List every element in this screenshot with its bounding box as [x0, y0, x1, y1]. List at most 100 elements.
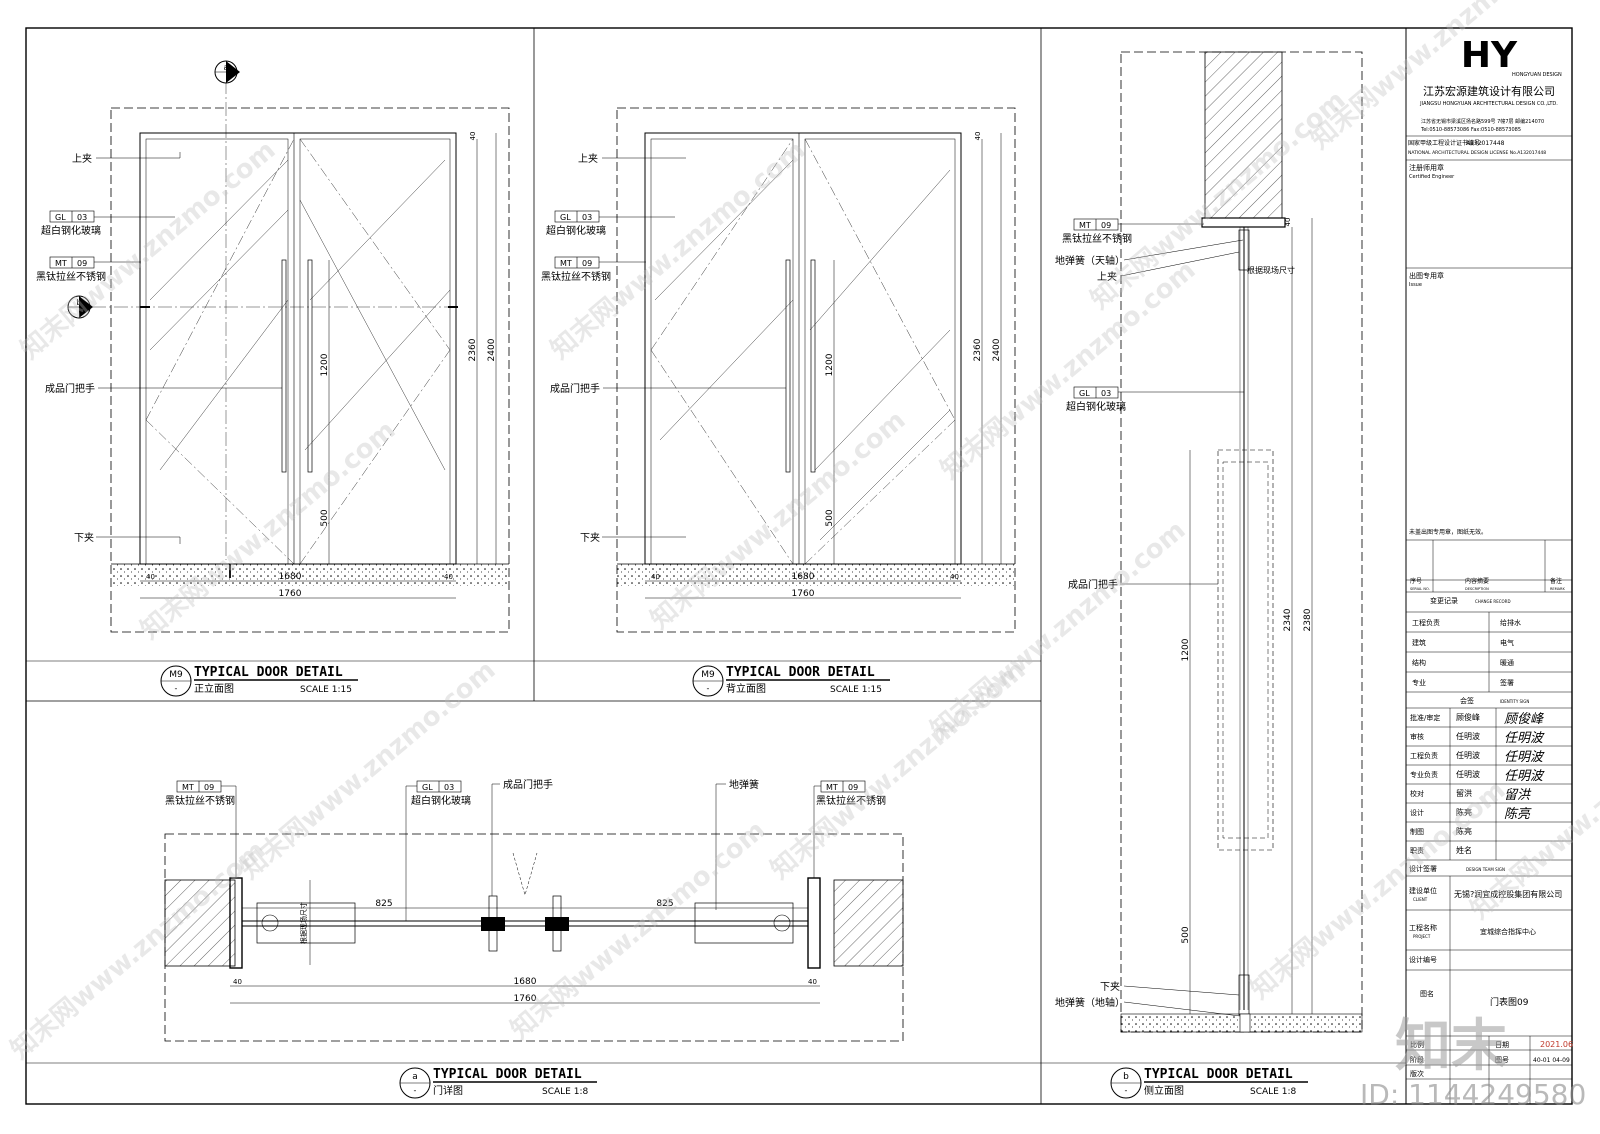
- sheet-border: [25, 27, 1573, 1105]
- label-glass: 超白钢化玻璃: [1066, 400, 1126, 413]
- tag-mt: MT: [55, 259, 67, 268]
- sign-name: 姓名: [1456, 845, 1472, 855]
- label-handle: 成品门把手: [1068, 578, 1118, 591]
- panel-subtitle: 侧立面图: [1144, 1084, 1184, 1097]
- dim-2360: 2360: [973, 338, 983, 361]
- label-steel: 黑钛拉丝不锈钢: [541, 270, 611, 283]
- company-logo: HY: [1461, 35, 1518, 76]
- dim-2400: 2400: [992, 338, 1002, 361]
- sign-role: 批准/审定: [1410, 713, 1440, 722]
- discipline-cell: 签署: [1500, 678, 1514, 687]
- tag-gl-no: 03: [582, 213, 592, 222]
- rev-header-desc-en: DESCRIPTION: [1465, 587, 1489, 591]
- tag-mt-no: 09: [77, 259, 87, 268]
- panel-tag: a: [412, 1072, 418, 1082]
- sign-role: 职责: [1410, 846, 1424, 855]
- dim-500: 500: [1181, 926, 1191, 943]
- discipline-cell: 暖通: [1500, 658, 1514, 667]
- tag-mt: MT: [560, 259, 572, 268]
- label-top-clamp: 上夹: [1097, 270, 1117, 283]
- dim-2340: 2340: [1283, 608, 1293, 631]
- stamp-note: 未盖出图专用章，图纸无效。: [1409, 528, 1487, 536]
- sign-name: 任明波: [1456, 731, 1480, 741]
- rev-header-remark: 备注: [1550, 577, 1562, 585]
- handwritten-signature: 顾俊峰: [1504, 712, 1544, 727]
- sign-name: 任明波: [1456, 769, 1480, 779]
- design-no-label: 设计编号: [1409, 955, 1437, 964]
- handwritten-signature: 陈亮: [1504, 806, 1532, 822]
- tag-mt-no: 09: [848, 783, 858, 792]
- rev-header-desc: 内容摘要: [1465, 577, 1489, 585]
- company-name: 江苏宏源建筑设计有限公司: [1423, 84, 1555, 98]
- dim-1200: 1200: [1181, 638, 1191, 661]
- panel-tag-sub: -: [175, 684, 178, 693]
- tag-mt-no: 09: [204, 783, 214, 792]
- panel-title: TYPICAL DOOR DETAIL: [433, 1067, 582, 1082]
- sign-role: 专业负责: [1410, 770, 1438, 779]
- client-en: CLIENT: [1413, 897, 1428, 902]
- project-en: PROJECT: [1413, 934, 1431, 939]
- panel-front-elevation: a b 上夹 GL 03 超白钢化玻璃 MT 09 黑钛拉丝不锈钢 成品门把手 …: [36, 60, 510, 697]
- label-bottom-clamp: 下夹: [74, 531, 94, 544]
- sign-name: 陈亮: [1456, 807, 1472, 817]
- label-steel: 黑钛拉丝不锈钢: [36, 270, 106, 283]
- scale-label: 比例: [1410, 1040, 1424, 1049]
- rev-header-no: 序号: [1410, 577, 1422, 585]
- discipline-cell: 工程负责: [1412, 618, 1440, 627]
- sign-role: 设计: [1410, 808, 1424, 817]
- sign-name: 陈亮: [1456, 826, 1472, 836]
- label-spring-top: 地弹簧（天轴）: [1055, 254, 1125, 267]
- dim-1760: 1760: [792, 589, 815, 599]
- tag-mt-no: 09: [582, 259, 592, 268]
- tag-mt: MT: [826, 783, 838, 792]
- dim-2360: 2360: [468, 338, 478, 361]
- project-label: 工程名称: [1409, 923, 1437, 932]
- countersign-en: IDENTITY SIGN: [1500, 699, 1529, 704]
- certified-en: Certified Engineer: [1409, 174, 1455, 180]
- dim-40-left: 40: [146, 573, 155, 581]
- label-bottom-clamp: 下夹: [1100, 980, 1120, 993]
- panel-scale: SCALE 1:8: [1250, 1087, 1296, 1097]
- phase-label: 阶段: [1410, 1055, 1424, 1064]
- tag-gl-no: 03: [1101, 389, 1111, 398]
- discipline-cell: 电气: [1500, 638, 1514, 647]
- label-spring-bottom: 地弹簧（地轴）: [1055, 996, 1125, 1009]
- sign-name: 任明波: [1456, 750, 1480, 760]
- dim-40-right: 40: [950, 573, 959, 581]
- dim-1760: 1760: [279, 589, 302, 599]
- dim-40-right: 40: [808, 978, 817, 986]
- label-steel-left: 黑钛拉丝不锈钢: [165, 794, 235, 807]
- license-label: 国家甲级工程设计证书编号:: [1408, 139, 1482, 147]
- drawing-label: 图名: [1420, 989, 1434, 998]
- change-record-en: CHANGE RECORD: [1475, 599, 1511, 604]
- dim-site-size: 根据现场尺寸: [299, 902, 308, 944]
- panel-subtitle: 正立面图: [194, 682, 234, 695]
- panel-tag-sub: -: [414, 1086, 417, 1095]
- dim-1680: 1680: [792, 572, 815, 582]
- tag-mt: MT: [182, 783, 194, 792]
- tag-gl: GL: [422, 783, 433, 792]
- change-record: 变更记录: [1430, 596, 1458, 605]
- version-label: 版次: [1410, 1069, 1424, 1078]
- handwritten-signature: 留洪: [1504, 788, 1532, 803]
- discipline-cell: 结构: [1412, 658, 1426, 667]
- dim-40-right: 40: [444, 573, 453, 581]
- dim-825-left: 825: [375, 899, 392, 909]
- label-steel: 黑钛拉丝不锈钢: [1062, 232, 1132, 245]
- panel-tag-sub: -: [707, 684, 710, 693]
- handwritten-signature: 任明波: [1504, 769, 1545, 784]
- panel-side-elevation: MT 09 黑钛拉丝不锈钢 地弹簧（天轴） 上夹 根据现场尺寸 GL 03 超白…: [1055, 51, 1363, 1099]
- company-contact: Tel:0510-88573086 Fax:0510-88573085: [1420, 127, 1521, 133]
- label-glass: 超白钢化玻璃: [411, 794, 471, 807]
- dim-top-40: 40: [974, 132, 982, 141]
- date-value: 2021.06: [1540, 1040, 1573, 1049]
- dim-825-right: 825: [656, 899, 673, 909]
- dim-2400: 2400: [487, 338, 497, 361]
- label-handle: 成品门把手: [550, 382, 600, 395]
- label-glass: 超白钢化玻璃: [546, 224, 606, 237]
- dim-top-40: 40: [1284, 218, 1292, 227]
- panel-tag: b: [1123, 1072, 1129, 1082]
- panel-back-elevation: 上夹 GL 03 超白钢化玻璃 MT 09 黑钛拉丝不锈钢 成品门把手 下夹 1…: [541, 107, 1016, 697]
- panel-scale: SCALE 1:8: [542, 1087, 588, 1097]
- label-spring: 地弹簧: [729, 778, 759, 791]
